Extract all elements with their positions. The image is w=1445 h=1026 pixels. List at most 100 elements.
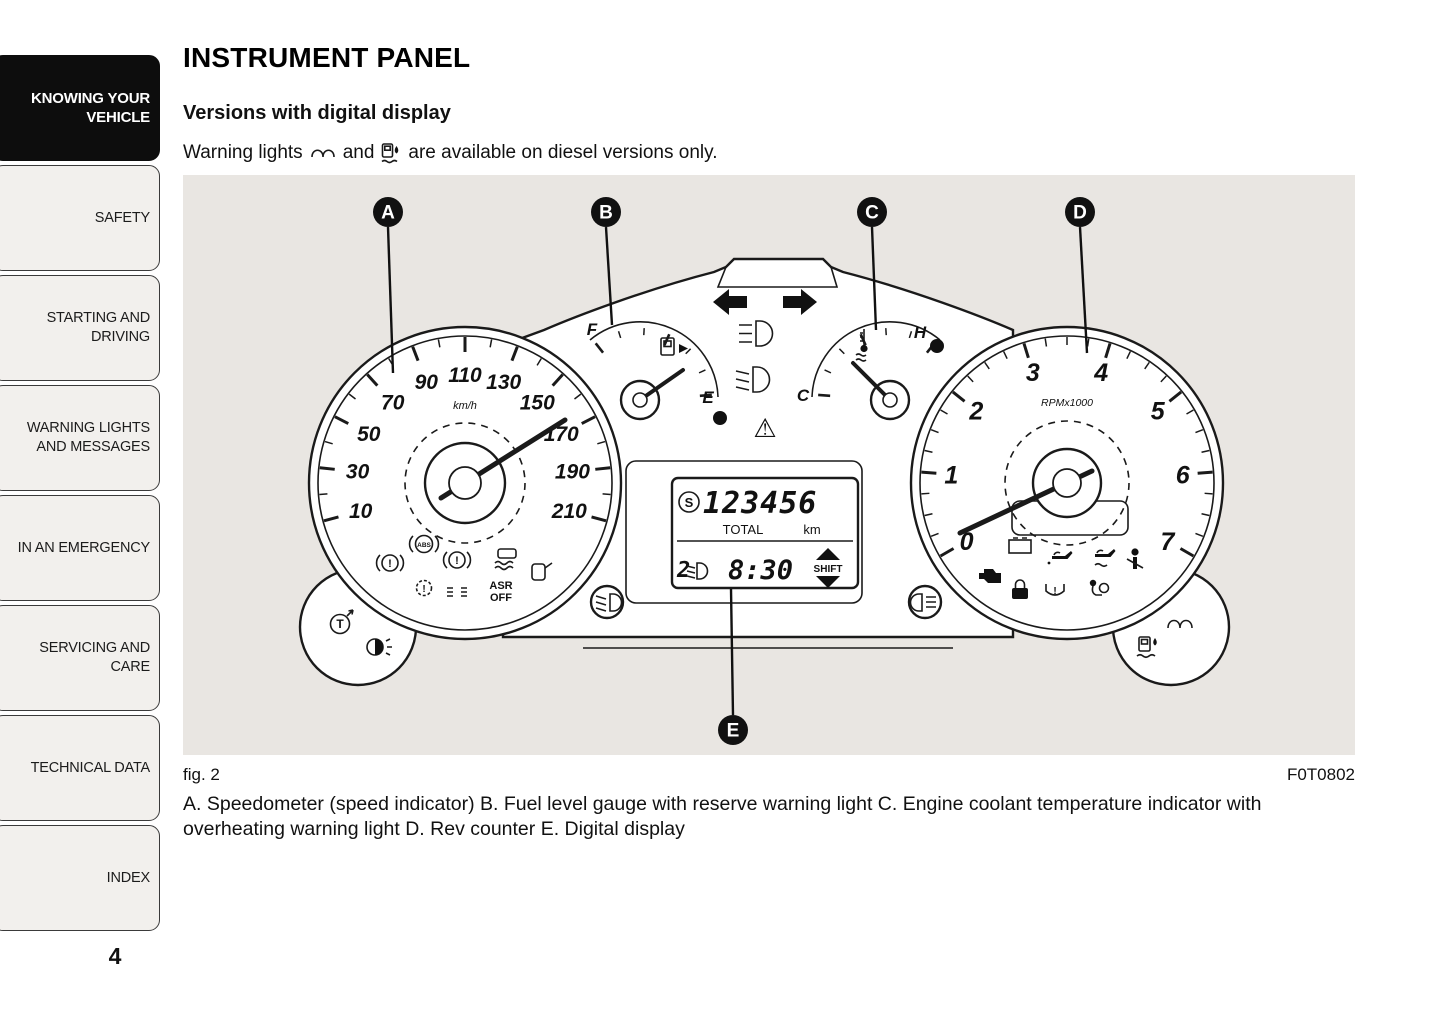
odometer-label: TOTAL	[723, 522, 764, 537]
shift-down-arrow-icon	[816, 576, 840, 588]
intro-paragraph: Warning lights and are available on dies…	[183, 142, 718, 164]
svg-text:130: 130	[486, 371, 521, 394]
sidebar-tab-knowing-your-vehicle[interactable]: KNOWING YOUR VEHICLE	[0, 55, 160, 161]
fuel-needle	[638, 368, 685, 402]
abs-icon: ABS	[408, 534, 440, 554]
svg-text:70: 70	[381, 392, 405, 415]
svg-text:170: 170	[544, 423, 579, 446]
svg-text:!: !	[422, 584, 425, 595]
svg-text:150: 150	[520, 392, 555, 415]
display-low-beam-icon	[686, 562, 709, 580]
esc-icon	[494, 548, 517, 571]
svg-text:10: 10	[349, 500, 373, 523]
fuel-reserve-warning-light	[713, 411, 727, 425]
battery-icon	[1008, 537, 1032, 554]
rear-fog-icon	[907, 584, 943, 620]
svg-text:SHIFT: SHIFT	[814, 564, 843, 575]
svg-text:D: D	[1073, 203, 1087, 224]
turn-signal-right-icon	[783, 289, 817, 315]
figure-caption: A. Speedometer (speed indicator) B. Fuel…	[183, 793, 1262, 840]
svg-text:C: C	[865, 203, 879, 224]
svg-text:km/h: km/h	[453, 400, 477, 412]
svg-text:ASR: ASR	[489, 580, 512, 592]
section-subtitle: Versions with digital display	[183, 102, 451, 124]
overheating-warning-light	[930, 339, 944, 353]
callout-a: A	[373, 197, 403, 374]
engine-check-icon	[979, 569, 1001, 583]
svg-text:190: 190	[555, 461, 590, 484]
sidebar-tab-warning-lights-and-messages[interactable]: WARNING LIGHTS AND MESSAGES	[0, 385, 160, 491]
hazard-warning-icon: ⚠	[753, 413, 776, 443]
fuel-gauge: F E	[587, 320, 727, 425]
section-tabs: KNOWING YOUR VEHICLE SAFETY STARTING AND…	[0, 55, 160, 931]
turn-signal-left-icon	[713, 289, 747, 315]
intro-text-mid: and	[342, 142, 375, 163]
svg-text:110: 110	[448, 364, 482, 387]
gear-indicator: 2	[676, 558, 690, 583]
svg-text:RPMx1000: RPMx1000	[1041, 397, 1093, 409]
glow-plug-icon	[310, 149, 335, 158]
intro-text-post: are available on diesel versions only.	[408, 142, 718, 163]
temperature-needle	[851, 361, 892, 402]
immobilizer-icon	[1012, 579, 1028, 599]
door-open-icon	[531, 562, 553, 581]
callout-b: B	[591, 197, 621, 326]
asr-off-label: ASR OFF	[489, 580, 512, 604]
odometer-value: 123456	[703, 486, 817, 521]
svg-text:1: 1	[944, 461, 958, 489]
svg-text:2: 2	[968, 398, 983, 426]
digital-display: S 123456 TOTAL km 2 8:30 SHIFT	[625, 460, 863, 604]
svg-text:T: T	[336, 617, 344, 631]
figure-label: fig. 2	[183, 765, 220, 784]
temperature-gauge: C H	[797, 321, 944, 421]
svg-text:!: !	[455, 555, 459, 567]
svg-text:H: H	[914, 323, 927, 342]
trip-reset-icon: T	[329, 609, 354, 635]
sidebar-tab-safety[interactable]: SAFETY	[0, 165, 160, 271]
svg-text:30: 30	[346, 461, 370, 484]
svg-text:5: 5	[1151, 398, 1166, 426]
sidebar-tab-starting-and-driving[interactable]: STARTING AND DRIVING	[0, 275, 160, 381]
page-number: 4	[108, 943, 122, 969]
shift-up-arrow-icon	[816, 548, 840, 560]
svg-text:E: E	[727, 721, 740, 742]
sidebar-tab-in-an-emergency[interactable]: IN AN EMERGENCY	[0, 495, 160, 601]
svg-text:OFF: OFF	[490, 592, 512, 604]
high-beam-icon	[739, 320, 774, 347]
glow-plug-icon	[1167, 619, 1193, 629]
svg-text:ABS: ABS	[417, 542, 431, 549]
callout-d: D	[1065, 197, 1095, 354]
sidebar-tab-servicing-and-care[interactable]: SERVICING AND CARE	[0, 605, 160, 711]
sidebar-tab-index[interactable]: INDEX	[0, 825, 160, 931]
svg-text:E: E	[702, 388, 714, 407]
svg-text:7: 7	[1161, 528, 1176, 556]
water-in-fuel-icon	[381, 143, 399, 164]
callout-e: E	[718, 588, 748, 745]
svg-text:4: 4	[1093, 359, 1108, 387]
svg-text:F: F	[587, 320, 598, 339]
rev-counter-bezel	[919, 335, 1215, 631]
speedometer-bezel	[317, 335, 613, 631]
svg-text:!: !	[388, 558, 392, 570]
seatbelt-icon	[1126, 548, 1144, 569]
brake-warning-icon: !	[375, 554, 405, 572]
dimmer-icon	[366, 638, 392, 656]
low-beam-icon	[735, 366, 771, 393]
svg-text:6: 6	[1176, 461, 1191, 489]
figure-code: F0T0802	[1286, 765, 1355, 784]
cluster-housing	[501, 257, 1015, 649]
sidebar-tab-technical-data[interactable]: TECHNICAL DATA	[0, 715, 160, 821]
airbag-icon	[1089, 579, 1110, 596]
svg-text:90: 90	[415, 371, 439, 394]
shift-indicator: SHIFT	[814, 548, 843, 588]
tpms-icon: !	[1045, 584, 1065, 597]
intro-text-pre: Warning lights	[183, 142, 303, 163]
clock-value: 8:30	[728, 555, 793, 586]
svg-text:!: !	[1053, 586, 1056, 597]
svg-text:210: 210	[551, 500, 587, 523]
